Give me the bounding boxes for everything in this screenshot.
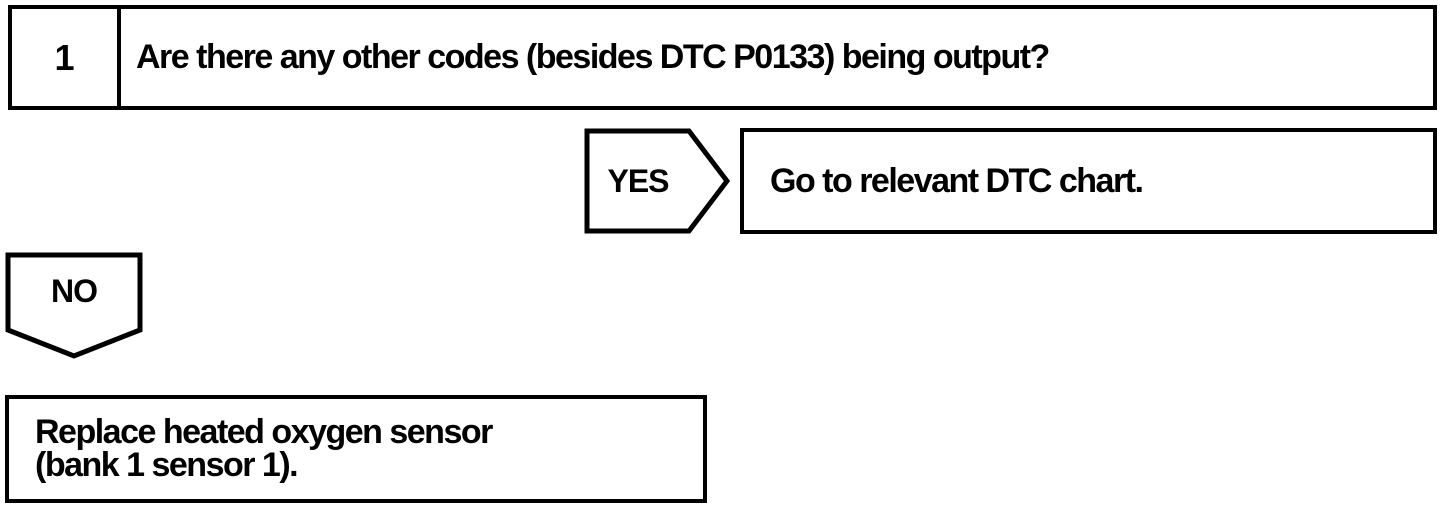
- yes-action-box: Go to relevant DTC chart.: [740, 128, 1437, 234]
- no-pentagon-down-arrow-icon: [5, 252, 143, 359]
- no-label: NO: [51, 272, 98, 309]
- yes-pentagon-right-arrow-icon: [584, 128, 730, 234]
- yes-connector: YES: [584, 128, 730, 234]
- no-connector: NO: [5, 252, 143, 359]
- step-number: 1: [12, 9, 121, 106]
- no-action-line1: Replace heated oxygen sensor: [35, 413, 493, 451]
- no-action-box: Replace heated oxygen sensor (bank 1 sen…: [5, 395, 707, 503]
- step-question-text: Are there any other codes (besides DTC P…: [136, 38, 1050, 76]
- yes-label: YES: [607, 162, 669, 199]
- step-question-box: 1 Are there any other codes (besides DTC…: [8, 5, 1437, 110]
- no-action-line2: (bank 1 sensor 1).: [35, 446, 299, 484]
